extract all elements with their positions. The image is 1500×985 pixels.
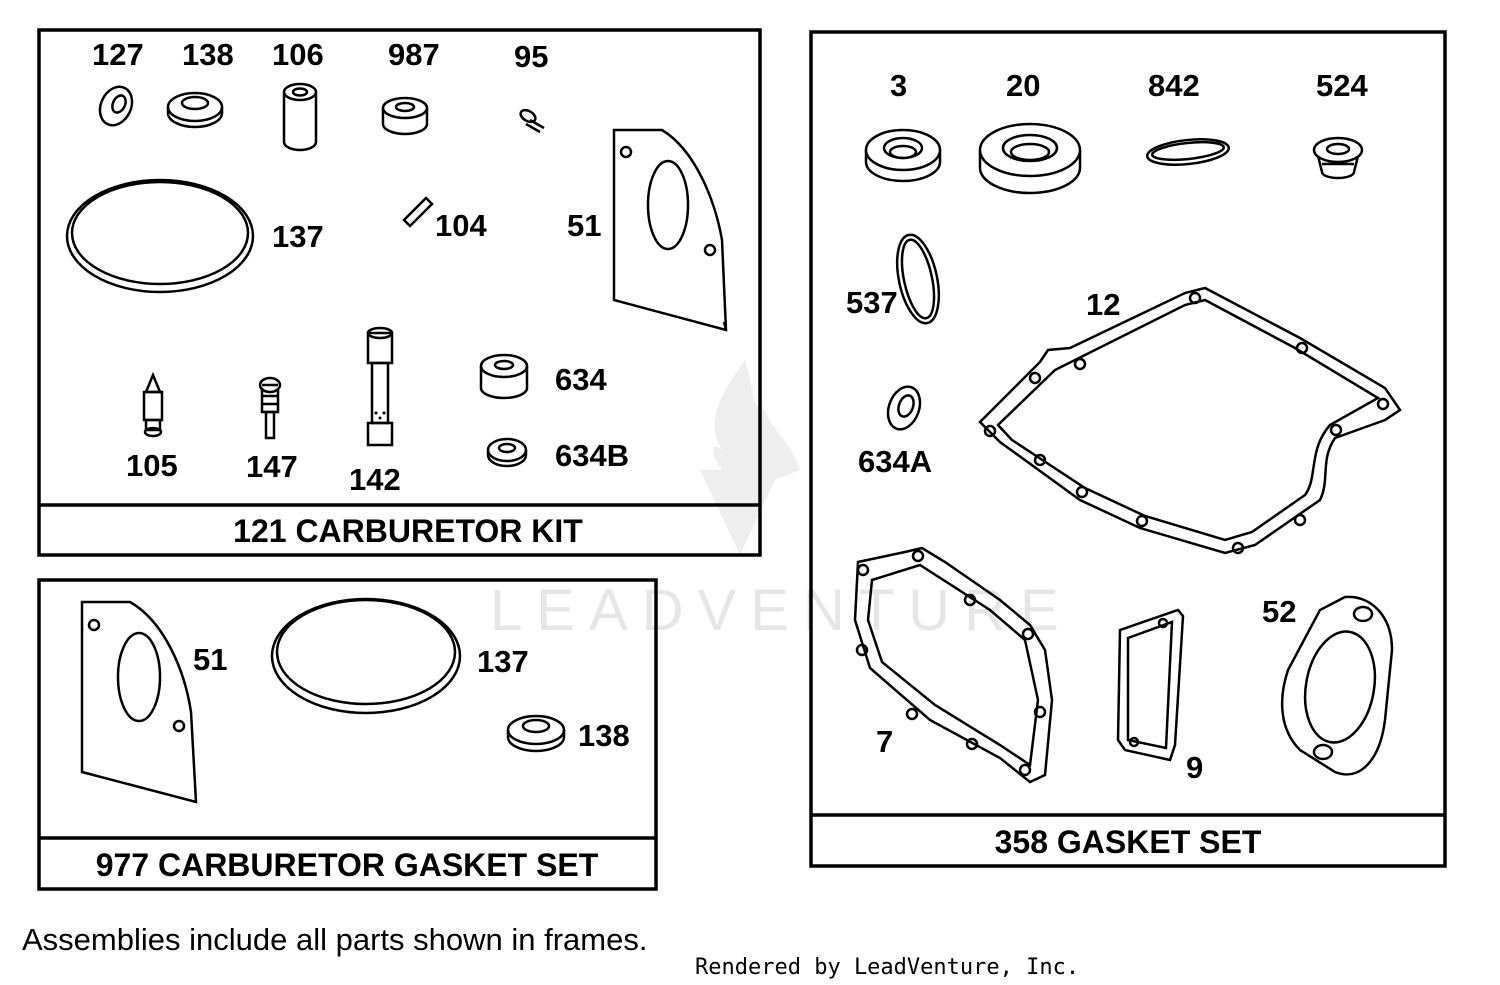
part-95-screw-icon xyxy=(519,108,545,134)
part-51-gasket-icon xyxy=(612,128,728,332)
part-137-o-ring-icon xyxy=(270,597,462,715)
label-537: 537 xyxy=(846,285,898,320)
part-147-screw-icon xyxy=(258,376,282,440)
part-105-needle-icon xyxy=(142,371,164,438)
label-987: 987 xyxy=(388,37,440,72)
label-95: 95 xyxy=(514,39,548,74)
gasket-set-title: 358 GASKET SET xyxy=(995,824,1262,860)
label-52: 52 xyxy=(1262,594,1296,629)
part-634b-washer-icon xyxy=(486,437,528,468)
part-138-washer-icon xyxy=(166,91,224,129)
render-credit: Rendered by LeadVenture, Inc. xyxy=(695,955,1079,980)
label-106: 106 xyxy=(272,37,324,72)
label-524: 524 xyxy=(1316,68,1368,103)
part-3-oil-seal-icon xyxy=(864,128,942,183)
label-20: 20 xyxy=(1006,68,1040,103)
label-3: 3 xyxy=(890,68,907,103)
part-12-crankcase-gasket-icon xyxy=(978,286,1402,555)
assemblies-footnote: Assemblies include all parts shown in fr… xyxy=(22,922,647,957)
part-9-valve-cover-gasket-icon xyxy=(1116,608,1185,762)
part-634-spacer-icon xyxy=(479,353,529,400)
label-12: 12 xyxy=(1086,287,1120,322)
label-138: 138 xyxy=(182,37,234,72)
part-142-tube-icon xyxy=(366,326,394,447)
label-9: 9 xyxy=(1186,750,1203,785)
part-104-pin-icon xyxy=(402,196,434,228)
part-106-bushing-icon xyxy=(282,82,318,152)
label-634: 634 xyxy=(555,362,607,397)
part-842-o-ring-icon xyxy=(1145,138,1231,166)
watermark: LEADVENTURE xyxy=(490,360,1073,643)
label-51: 51 xyxy=(567,208,601,243)
carburetor-kit-title: 121 CARBURETOR KIT xyxy=(233,513,583,549)
part-7-cylinder-head-gasket-icon xyxy=(853,546,1054,784)
part-137-o-ring-icon xyxy=(65,178,255,294)
gasket-set-frame: 358 GASKET SET 3 20 842 xyxy=(809,30,1447,868)
label-127: 127 xyxy=(92,37,144,72)
part-127-washer-icon xyxy=(98,85,134,127)
carburetor-gasket-set-title: 977 CARBURETOR GASKET SET xyxy=(96,847,599,883)
label-138: 138 xyxy=(578,718,630,753)
part-51-gasket-icon xyxy=(80,600,198,804)
part-537-o-ring-icon xyxy=(895,233,941,325)
part-52-intake-gasket-icon xyxy=(1280,595,1394,776)
label-137: 137 xyxy=(272,219,324,254)
label-142: 142 xyxy=(349,462,401,497)
label-634b: 634B xyxy=(555,438,629,473)
part-634a-seal-icon xyxy=(886,385,922,431)
label-104: 104 xyxy=(435,208,487,243)
carburetor-kit-frame: 121 CARBURETOR KIT 127 138 106 987 xyxy=(37,28,762,557)
label-634a: 634A xyxy=(858,444,932,479)
watermark-text: LEADVENTURE xyxy=(490,578,1073,643)
label-105: 105 xyxy=(126,448,178,483)
carburetor-gasket-set-frame: 977 CARBURETOR GASKET SET 51 137 138 xyxy=(37,578,658,891)
watermark-logo-icon xyxy=(700,360,800,555)
label-137: 137 xyxy=(477,644,529,679)
label-147: 147 xyxy=(246,449,298,484)
part-138-washer-icon xyxy=(506,714,566,753)
part-20-oil-seal-icon xyxy=(978,122,1082,195)
part-987-spacer-icon xyxy=(381,96,429,136)
label-842: 842 xyxy=(1148,68,1200,103)
part-524-grommet-icon xyxy=(1312,136,1364,180)
label-51: 51 xyxy=(193,642,227,677)
label-7: 7 xyxy=(876,724,893,759)
